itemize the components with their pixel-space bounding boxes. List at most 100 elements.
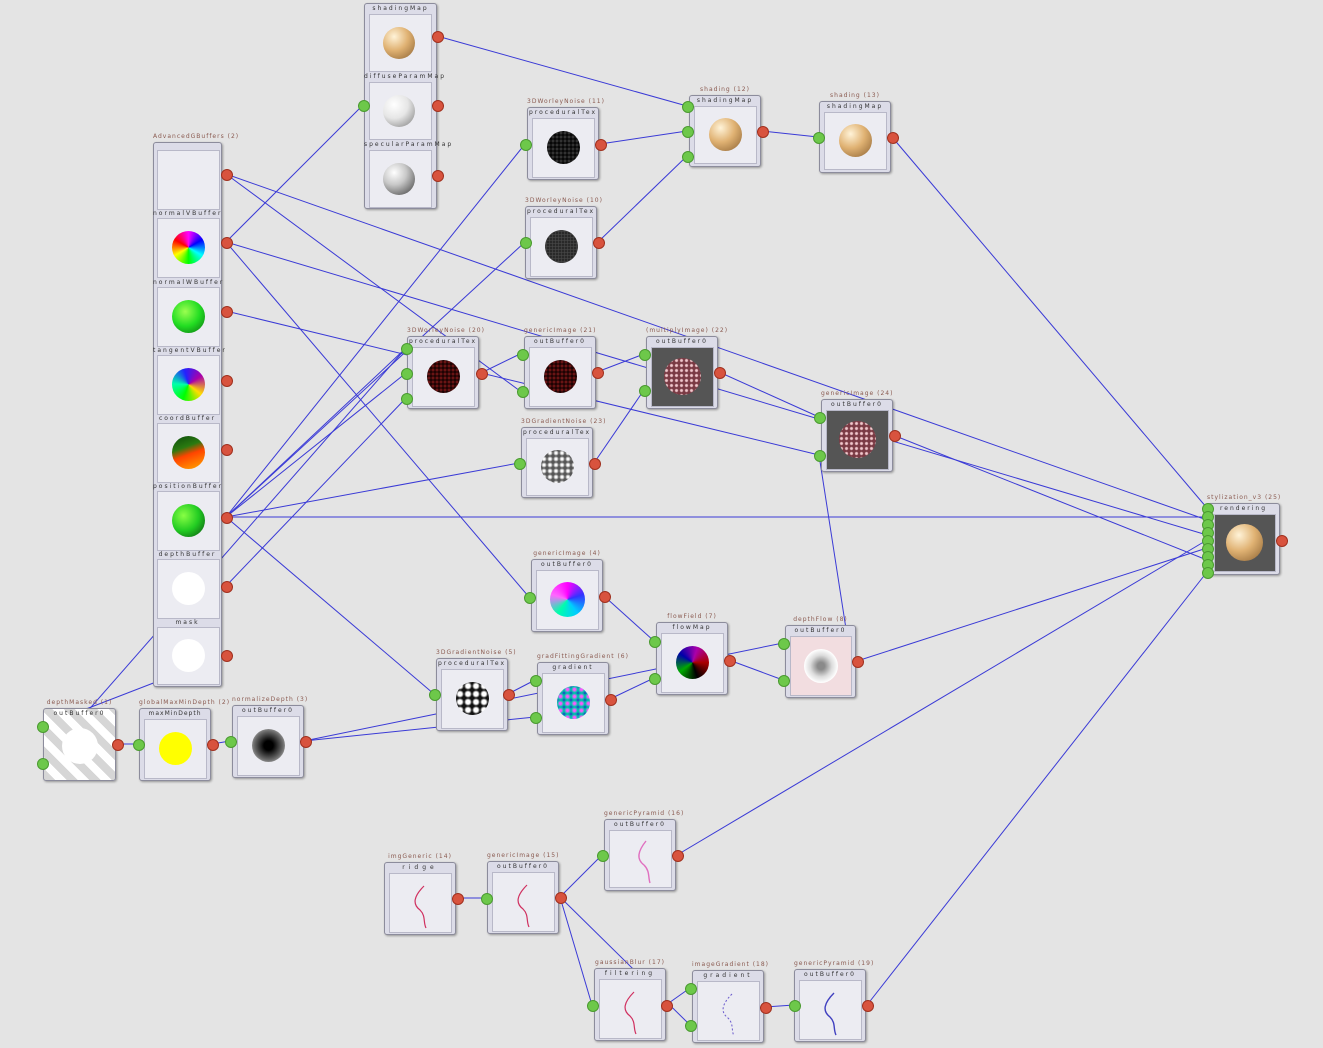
input-port[interactable] [225, 736, 237, 748]
input-port[interactable] [814, 450, 826, 462]
input-port[interactable] [401, 393, 413, 405]
gaussian-blur-17-node[interactable]: gaussianBlur (17) filtering [594, 959, 666, 1041]
output-port[interactable] [757, 126, 769, 138]
output-port[interactable] [503, 689, 515, 701]
input-port[interactable] [649, 673, 661, 685]
generic-image-4-node[interactable]: genericImage (4) outBuffer0 [531, 550, 603, 632]
stylization-25-node[interactable]: stylization_v3 (25) rendering [1207, 494, 1280, 575]
worley-noise-10-node[interactable]: 3DWorleyNoise (10) proceduralTex [525, 197, 602, 279]
input-port[interactable] [517, 349, 529, 361]
output-port[interactable] [605, 694, 617, 706]
advanced-gbuffers-node[interactable]: AdvancedGBuffers (2) normalVBuffer norma… [153, 133, 238, 687]
gradient-noise-23-node[interactable]: 3DGradientNoise (23) proceduralTex [521, 418, 605, 498]
input-port[interactable] [649, 636, 661, 648]
shading-13-node[interactable]: shading (13) shadingMap [819, 92, 891, 173]
input-port[interactable] [682, 101, 694, 113]
input-port[interactable] [789, 1000, 801, 1012]
output-port[interactable] [599, 591, 611, 603]
output-port[interactable] [1276, 535, 1288, 547]
output-port[interactable] [593, 237, 605, 249]
input-port[interactable] [778, 638, 790, 650]
output-port[interactable] [207, 739, 219, 751]
input-port[interactable] [685, 1020, 697, 1032]
flow-field-7-node[interactable]: flowField (7) flowMap [656, 613, 728, 695]
input-port[interactable] [37, 721, 49, 733]
input-port[interactable] [429, 689, 441, 701]
output-port[interactable] [221, 650, 233, 662]
output-port[interactable] [589, 458, 601, 470]
input-port[interactable] [597, 850, 609, 862]
output-port[interactable] [112, 739, 124, 751]
output-port[interactable] [887, 132, 899, 144]
max-min-depth-node[interactable]: globalMaxMinDepth (2) maxMinDepth [139, 699, 229, 781]
input-port[interactable] [682, 151, 694, 163]
input-port[interactable] [514, 458, 526, 470]
output-port[interactable] [432, 31, 444, 43]
input-port[interactable] [685, 983, 697, 995]
generic-image-21-node[interactable]: genericImage (21) outBuffer0 [524, 327, 596, 409]
gradient-noise-5-node[interactable]: 3DGradientNoise (5) proceduralTex [436, 649, 516, 731]
noise-preview-icon [545, 230, 578, 263]
input-port[interactable] [520, 139, 532, 151]
worley-noise-11-node[interactable]: 3DWorleyNoise (11) proceduralTex [527, 98, 604, 180]
output-port[interactable] [592, 367, 604, 379]
generic-image-15-node[interactable]: genericImage (15) outBuffer0 [487, 852, 559, 934]
output-port[interactable] [672, 850, 684, 862]
output-port[interactable] [300, 736, 312, 748]
normalize-depth-3-node[interactable]: normalizeDepth (3) outBuffer0 [232, 696, 307, 778]
output-port[interactable] [661, 1000, 673, 1012]
output-port[interactable] [714, 367, 726, 379]
output-port[interactable] [555, 892, 567, 904]
image-gradient-18-node[interactable]: imageGradient (18) gradient [692, 961, 768, 1043]
output-port[interactable] [221, 169, 233, 181]
output-port[interactable] [221, 444, 233, 456]
input-port[interactable] [639, 385, 651, 397]
input-port[interactable] [813, 132, 825, 144]
input-port[interactable] [814, 412, 826, 424]
generic-pyramid-16-node[interactable]: genericPyramid (16) outBuffer0 [604, 810, 683, 891]
output-port[interactable] [595, 139, 607, 151]
grad-fitting-gradient-6-node[interactable]: gradFittingGradient (6) gradient [537, 653, 628, 735]
input-port[interactable] [481, 893, 493, 905]
node-title: flowField (7) [667, 613, 717, 620]
input-port[interactable] [1202, 567, 1214, 579]
output-port[interactable] [889, 430, 901, 442]
input-port[interactable] [587, 1000, 599, 1012]
input-port[interactable] [639, 349, 651, 361]
output-port[interactable] [862, 1000, 874, 1012]
output-port[interactable] [432, 170, 444, 182]
input-port[interactable] [530, 712, 542, 724]
input-port[interactable] [682, 126, 694, 138]
output-port[interactable] [724, 655, 736, 667]
output-port[interactable] [452, 893, 464, 905]
input-port[interactable] [37, 758, 49, 770]
img-generic-14-node[interactable]: imgGeneric (14) ridge [384, 853, 456, 935]
multiply-image-22-node[interactable]: (multiplyImage) (22) outBuffer0 [646, 327, 727, 409]
input-port[interactable] [520, 237, 532, 249]
output-port[interactable] [221, 581, 233, 593]
depth-flow-8-node[interactable]: depthFlow (8) outBuffer0 [785, 616, 856, 698]
input-port[interactable] [517, 386, 529, 398]
input-port[interactable] [401, 368, 413, 380]
depth-masked-1-node[interactable]: depthMasked (1) outBuffer0 [43, 699, 116, 781]
input-port[interactable] [358, 100, 370, 112]
shading-node[interactable]: shadingMap diffuseParamMap specularParam… [364, 3, 451, 209]
output-port[interactable] [221, 375, 233, 387]
output-port[interactable] [221, 237, 233, 249]
input-port[interactable] [778, 675, 790, 687]
output-port[interactable] [432, 100, 444, 112]
output-port[interactable] [221, 306, 233, 318]
shading-12-node[interactable]: shading (12) shadingMap [689, 86, 761, 167]
input-port[interactable] [530, 675, 542, 687]
input-port[interactable] [401, 343, 413, 355]
input-port[interactable] [133, 739, 145, 751]
input-port[interactable] [524, 592, 536, 604]
slot-label: depthBuffer [158, 551, 217, 558]
output-port[interactable] [221, 512, 233, 524]
generic-pyramid-19-node[interactable]: genericPyramid (19) outBuffer0 [794, 960, 873, 1042]
output-port[interactable] [760, 1002, 772, 1014]
generic-image-24-node[interactable]: genericImage (24) outBuffer0 [821, 390, 893, 472]
output-port[interactable] [852, 656, 864, 668]
output-port[interactable] [476, 368, 488, 380]
worley-noise-20-node[interactable]: 3DWorleyNoise (20) proceduralTex [407, 327, 484, 409]
